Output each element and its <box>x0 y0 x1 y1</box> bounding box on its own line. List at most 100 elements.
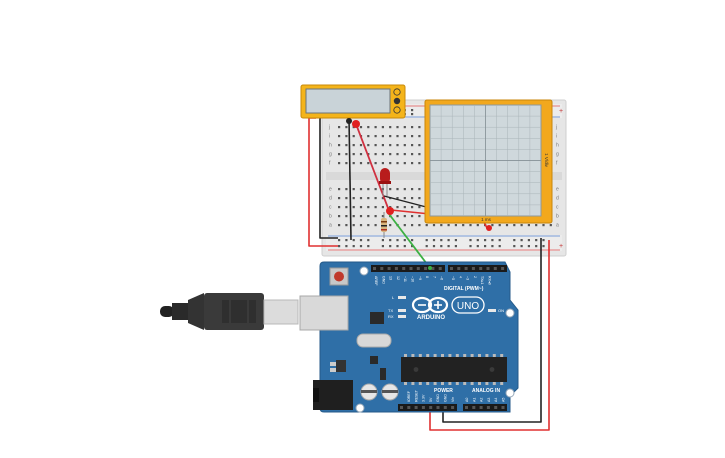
breadboard-hole[interactable] <box>345 206 348 209</box>
breadboard-hole[interactable] <box>389 162 392 165</box>
breadboard-hole[interactable] <box>418 197 421 200</box>
rail-hole[interactable] <box>454 239 457 242</box>
breadboard-hole[interactable] <box>345 162 348 165</box>
breadboard-hole[interactable] <box>389 126 392 129</box>
breadboard-hole[interactable] <box>454 224 457 227</box>
breadboard-hole[interactable] <box>381 144 384 147</box>
rail-hole[interactable] <box>469 239 472 242</box>
breadboard-hole[interactable] <box>418 135 421 138</box>
digital-header-2[interactable] <box>448 265 507 272</box>
header-hole[interactable] <box>471 267 475 270</box>
rail-hole[interactable] <box>367 239 370 242</box>
header-hole[interactable] <box>421 406 425 409</box>
multimeter-probe-black[interactable] <box>346 118 352 124</box>
breadboard-hole[interactable] <box>476 224 479 227</box>
breadboard-hole[interactable] <box>367 197 370 200</box>
breadboard-hole[interactable] <box>359 206 363 209</box>
breadboard-hole[interactable] <box>411 144 414 147</box>
breadboard-hole[interactable] <box>367 206 370 209</box>
rail-hole[interactable] <box>403 239 406 242</box>
header-hole[interactable] <box>387 267 391 270</box>
breadboard-hole[interactable] <box>352 206 355 209</box>
rail-hole[interactable] <box>411 113 414 116</box>
rail-hole[interactable] <box>425 239 428 242</box>
breadboard-hole[interactable] <box>396 153 399 156</box>
breadboard-hole[interactable] <box>411 135 414 138</box>
breadboard-hole[interactable] <box>374 215 377 218</box>
breadboard-hole[interactable] <box>418 206 421 209</box>
breadboard-hole[interactable] <box>403 153 406 156</box>
breadboard-hole[interactable] <box>381 215 384 218</box>
breadboard-hole[interactable] <box>352 188 355 191</box>
digital-header-1[interactable] <box>371 265 445 272</box>
breadboard-hole[interactable] <box>359 126 363 129</box>
wire-red-right[interactable] <box>429 240 550 431</box>
power-header[interactable] <box>398 404 457 411</box>
header-hole[interactable] <box>479 267 483 270</box>
header-hole[interactable] <box>373 267 376 270</box>
breadboard-hole[interactable] <box>359 144 363 147</box>
breadboard-hole[interactable] <box>418 215 421 218</box>
breadboard-hole[interactable] <box>418 153 421 156</box>
analog-header[interactable] <box>463 404 507 411</box>
breadboard-hole[interactable] <box>345 135 348 138</box>
breadboard-hole[interactable] <box>352 144 355 147</box>
header-hole[interactable] <box>400 406 403 409</box>
breadboard-hole[interactable] <box>411 224 414 227</box>
breadboard-hole[interactable] <box>374 153 377 156</box>
header-hole[interactable] <box>443 406 447 409</box>
breadboard-hole[interactable] <box>338 135 341 138</box>
rail-hole[interactable] <box>513 245 516 248</box>
breadboard-hole[interactable] <box>359 224 363 227</box>
multimeter-dial-icon[interactable] <box>393 88 401 96</box>
header-hole[interactable] <box>438 267 442 270</box>
rail-hole[interactable] <box>542 245 545 248</box>
header-hole[interactable] <box>464 267 468 270</box>
rail-hole[interactable] <box>484 239 487 242</box>
breadboard-hole[interactable] <box>359 215 363 218</box>
breadboard-hole[interactable] <box>374 206 377 209</box>
multimeter-probe-red[interactable] <box>352 120 360 128</box>
breadboard-hole[interactable] <box>381 162 384 165</box>
header-hole[interactable] <box>409 267 413 270</box>
breadboard-hole[interactable] <box>359 153 363 156</box>
rail-hole[interactable] <box>338 239 341 242</box>
breadboard-hole[interactable] <box>403 224 406 227</box>
breadboard-hole[interactable] <box>491 224 494 227</box>
breadboard-hole[interactable] <box>411 126 414 129</box>
wire-green[interactable] <box>388 213 431 269</box>
rail-hole[interactable] <box>352 239 355 242</box>
oscilloscope[interactable]: 1 V/div 1 ms <box>424 99 553 231</box>
header-hole[interactable] <box>486 267 490 270</box>
breadboard-hole[interactable] <box>505 224 509 227</box>
breadboard-hole[interactable] <box>352 197 355 200</box>
rail-hole[interactable] <box>542 239 545 242</box>
header-hole[interactable] <box>494 406 498 409</box>
breadboard-hole[interactable] <box>381 206 384 209</box>
breadboard-hole[interactable] <box>418 144 421 147</box>
breadboard-hole[interactable] <box>396 126 399 129</box>
breadboard-hole[interactable] <box>403 215 406 218</box>
multimeter-port-icon[interactable] <box>393 106 401 114</box>
breadboard-hole[interactable] <box>374 135 377 138</box>
rail-hole[interactable] <box>498 245 501 248</box>
rail-hole[interactable] <box>345 239 348 242</box>
breadboard-hole[interactable] <box>403 162 406 165</box>
breadboard-hole[interactable] <box>381 126 384 129</box>
breadboard-hole[interactable] <box>345 224 348 227</box>
usb-cable[interactable] <box>160 293 299 330</box>
breadboard-hole[interactable] <box>411 162 414 165</box>
breadboard-hole[interactable] <box>389 144 392 147</box>
rail-hole[interactable] <box>527 239 530 242</box>
breadboard-hole[interactable] <box>352 215 355 218</box>
breadboard-hole[interactable] <box>345 215 348 218</box>
breadboard-hole[interactable] <box>345 197 348 200</box>
header-hole[interactable] <box>501 267 505 270</box>
rail-hole[interactable] <box>469 245 472 248</box>
header-hole[interactable] <box>436 406 440 409</box>
breadboard-hole[interactable] <box>432 224 436 227</box>
header-hole[interactable] <box>424 267 428 270</box>
breadboard-hole[interactable] <box>345 188 348 191</box>
rail-hole[interactable] <box>338 245 341 248</box>
